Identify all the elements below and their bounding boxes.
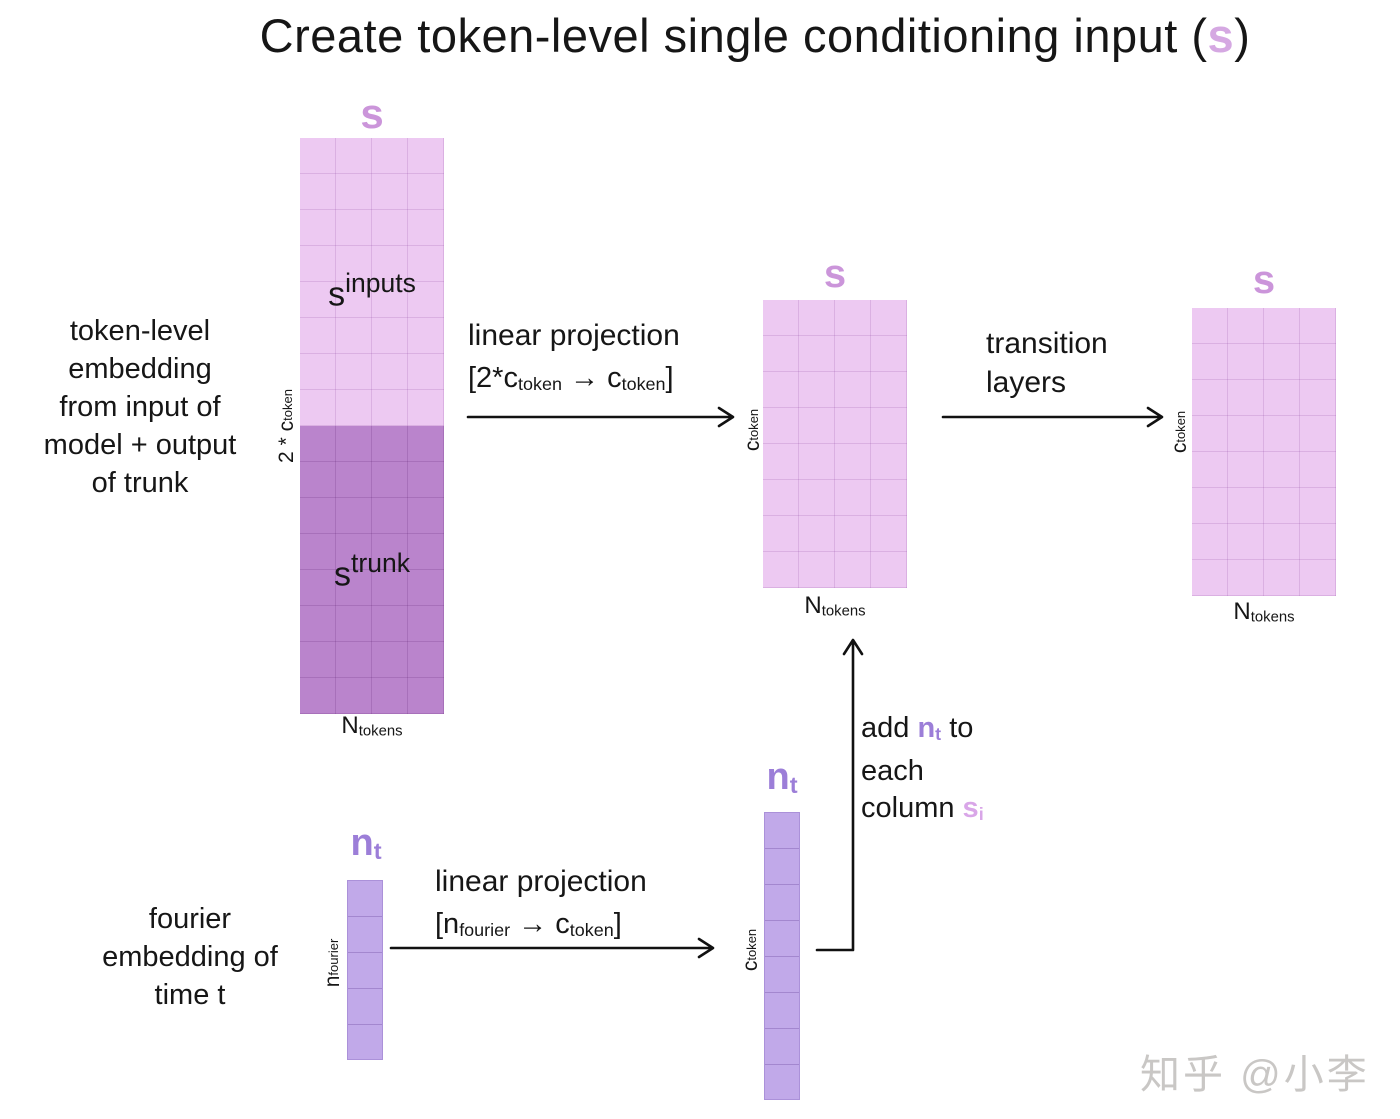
title-text: Create token-level single conditioning i… [259,9,1208,62]
matrix-s-trunk-region [300,426,444,714]
note-add-nt: add nt to each column si [861,712,984,825]
matrix-s-trunk-label: strunk [334,548,410,594]
projection-2-formula: [nfourier → ctoken] [435,908,622,941]
note-transition-layers: transition layers [986,327,1108,399]
vector-nt-ctoken-title: nt [766,756,798,799]
projection-1-formula: [2*ctoken → ctoken] [468,362,674,395]
title-s-symbol: s [1207,9,1235,62]
si-symbol: si [962,792,984,825]
note-fourier-embedding: fourier embedding of time t [102,903,278,1011]
note-token-level-embedding: token-level embedding from input of mode… [43,315,237,499]
matrix-s-projected-title: s [823,252,847,296]
vector-nt-fourier [347,880,383,1060]
nt-symbol: nt [917,712,942,745]
matrix-s-inputs-region [300,138,444,426]
vector-nt-fourier-title: nt [350,822,382,865]
matrix-s-projected [763,300,907,588]
arrow-add-nt-elbow [815,638,864,952]
note-linear-projection-1: linear projection [2*ctoken → ctoken] [468,314,680,406]
matrix-s-concat-cols-label: Ntokens [341,712,403,740]
matrix-s-output [1192,308,1336,596]
page-title: Create token-level single conditioning i… [259,9,1251,62]
note-linear-projection-2: linear projection [nfourier → ctoken] [435,860,647,952]
matrix-s-output-title: s [1252,258,1276,302]
arrow-linear-projection-1 [466,406,735,428]
arrow-transition-layers [941,406,1164,428]
matrix-s-concat-title: s [360,90,384,137]
watermark: 知乎 @小李 [1140,1053,1370,1097]
matrix-s-projected-cols-label: Ntokens [804,592,866,620]
vector-nt-ctoken [764,812,800,1100]
matrix-s-output-cols-label: Ntokens [1233,598,1295,626]
matrix-s-inputs-label: sinputs [328,268,416,314]
